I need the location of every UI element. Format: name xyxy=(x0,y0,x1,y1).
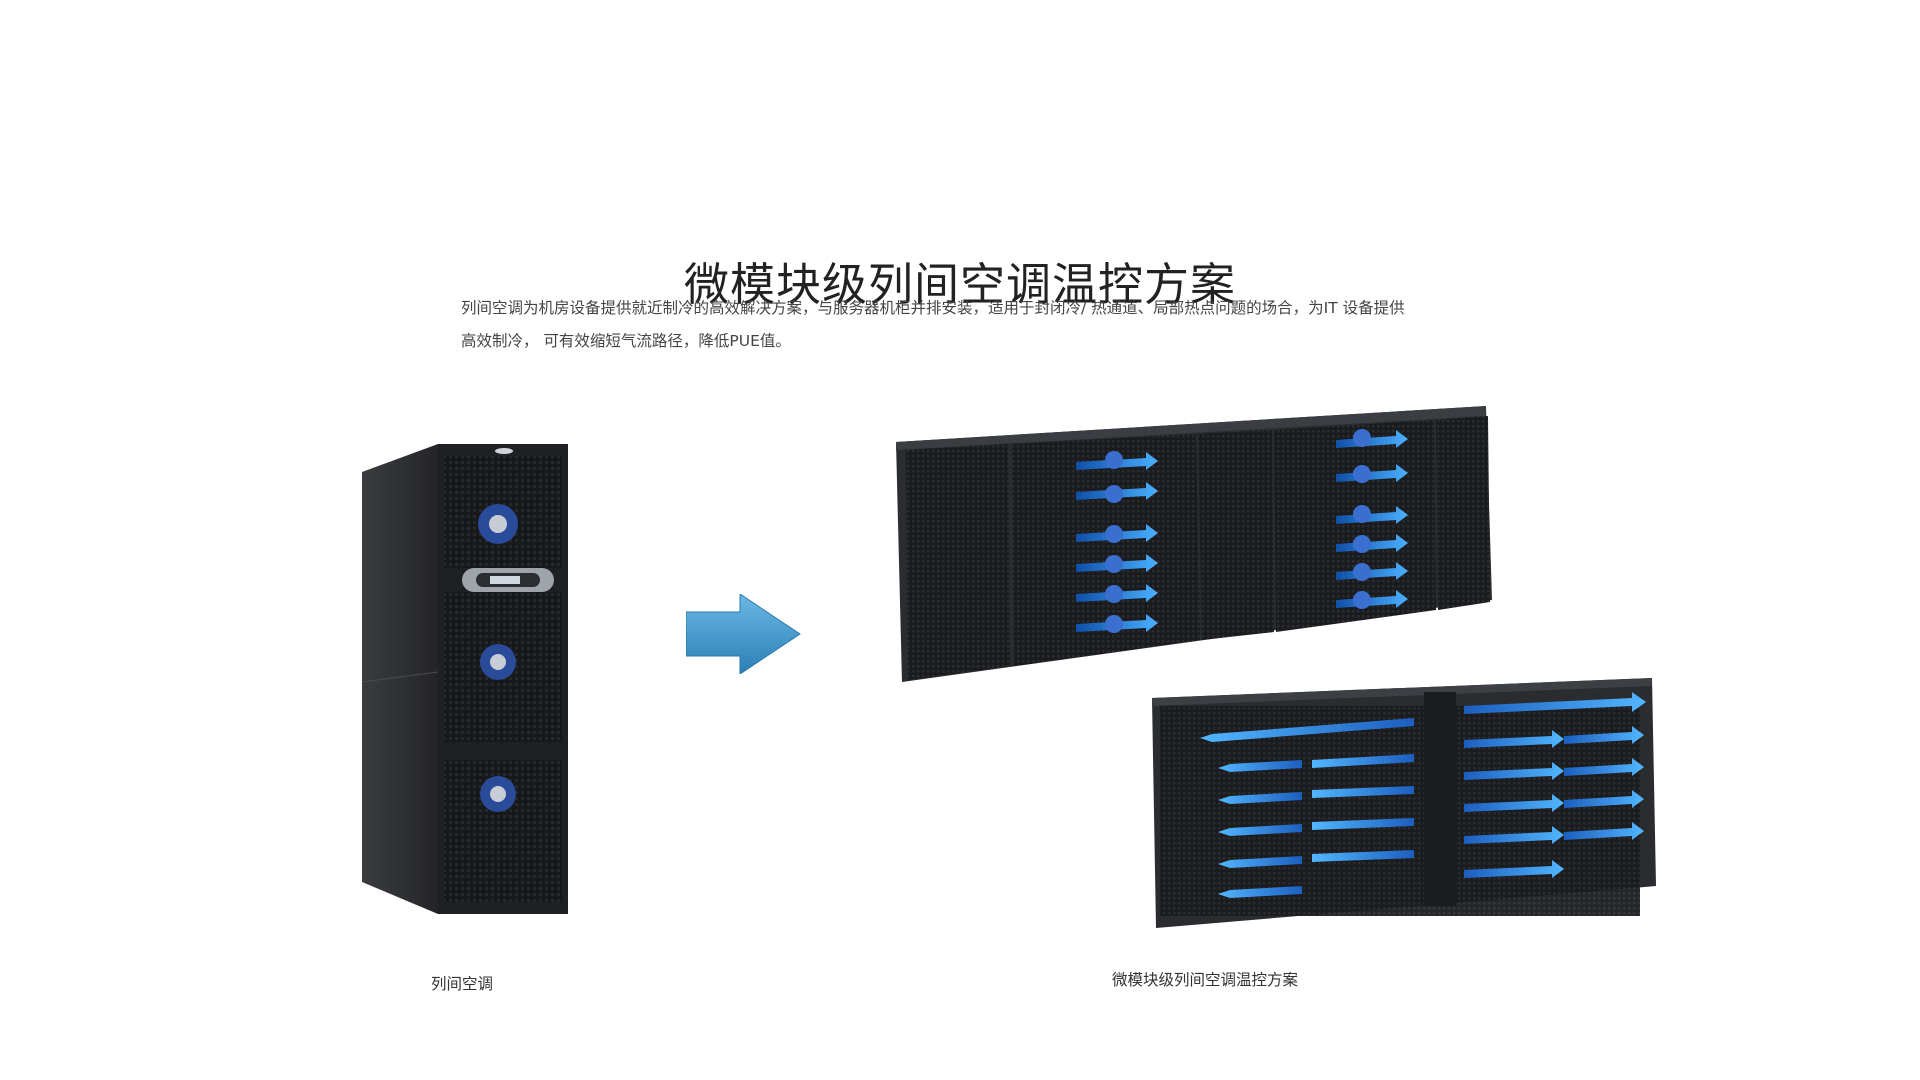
micro-module-row-top-image xyxy=(896,404,1496,686)
inrow-ac-caption: 列间空调 xyxy=(431,975,494,993)
transition-arrow-icon xyxy=(686,594,802,674)
description-line-1: 列间空调为机房设备提供就近制冷的高效解决方案，与服务器机柜并排安装，适用于封闭冷… xyxy=(461,299,1405,317)
inrow-ac-image xyxy=(358,442,572,922)
micro-module-row-bottom-image xyxy=(1152,676,1660,930)
description-line-2: 高效制冷， 可有效缩短气流路径，降低PUE值。 xyxy=(461,332,791,350)
page-description: 列间空调为机房设备提供就近制冷的高效解决方案，与服务器机柜并排安装，适用于封闭冷… xyxy=(461,292,1461,358)
page-title: 微模块级列间空调温控方案 xyxy=(683,258,1236,312)
fan-icon xyxy=(478,504,518,544)
micro-module-caption: 微模块级列间空调温控方案 xyxy=(1112,971,1299,989)
